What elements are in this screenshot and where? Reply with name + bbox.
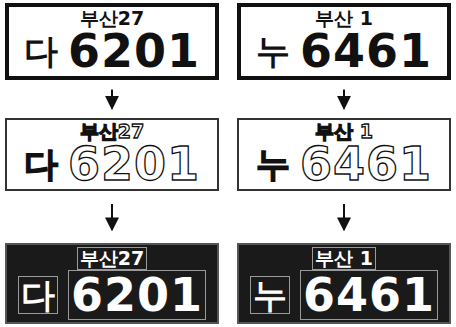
plate-digits: 6201 bbox=[68, 270, 206, 320]
plate-digits: 6461 bbox=[300, 270, 438, 320]
license-plate: 부산 1 누 6461 bbox=[237, 3, 451, 80]
plate-digits: 6201 bbox=[68, 28, 200, 74]
license-plate: 부산 1 누 6461 bbox=[237, 243, 451, 324]
down-arrow bbox=[343, 204, 345, 230]
plate-region-text: 부산27 bbox=[77, 247, 147, 270]
plate-hangul: 누 bbox=[250, 276, 290, 314]
down-arrow bbox=[111, 90, 113, 109]
plate-region-text: 부산27 bbox=[80, 122, 144, 141]
plate-region-text: 부산 1 bbox=[312, 247, 376, 270]
plate-region-text: 부산 1 bbox=[315, 122, 373, 141]
plate-number-row: 누 6461 bbox=[256, 28, 432, 74]
down-arrow bbox=[111, 204, 113, 230]
license-plate: 부산27 다 6201 bbox=[5, 3, 219, 80]
license-plate: 부산27 다 6201 bbox=[5, 118, 219, 191]
plate-region-text: 부산27 bbox=[80, 9, 144, 28]
plate-hangul: 누 bbox=[256, 147, 290, 181]
plate-hangul: 다 bbox=[24, 147, 58, 181]
plate-digits: 6461 bbox=[300, 141, 432, 187]
plate-number-row: 다 6201 bbox=[18, 270, 206, 320]
plate-number-row: 누 6461 bbox=[256, 141, 432, 187]
license-plate: 부산 1 누 6461 bbox=[237, 118, 451, 191]
plate-region-text: 부산 1 bbox=[315, 9, 373, 28]
plate-number-row: 다 6201 bbox=[24, 28, 200, 74]
down-arrow bbox=[343, 90, 345, 109]
plate-hangul: 다 bbox=[24, 34, 58, 68]
plate-digits: 6461 bbox=[300, 28, 432, 74]
plate-number-row: 누 6461 bbox=[250, 270, 438, 320]
plate-hangul: 누 bbox=[256, 34, 290, 68]
plate-hangul: 다 bbox=[18, 276, 58, 314]
plate-number-row: 다 6201 bbox=[24, 141, 200, 187]
license-plate: 부산27 다 6201 bbox=[5, 243, 219, 324]
plate-digits: 6201 bbox=[68, 141, 200, 187]
